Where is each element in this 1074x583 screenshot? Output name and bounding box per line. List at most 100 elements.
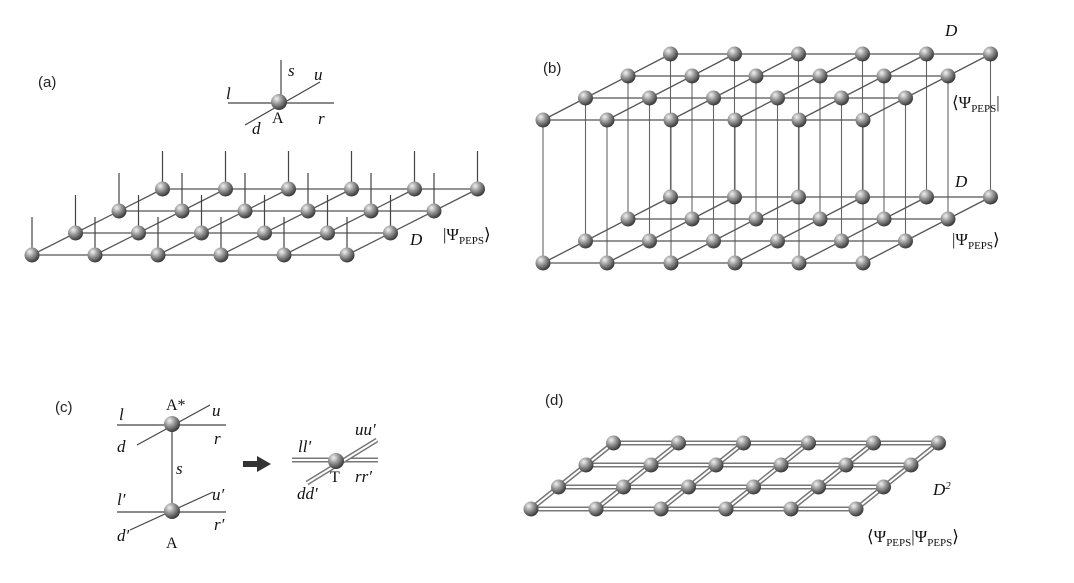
panel-d-bond-dim-label: D2	[932, 480, 951, 499]
lattice-node-bra	[791, 46, 806, 62]
panel-b-ket-label: |ΨPEPS⟩	[952, 230, 1000, 252]
lattice-node-ket	[727, 189, 742, 205]
lattice-node-double	[671, 435, 686, 451]
panel-a-state-label: |ΨPEPS⟩	[443, 225, 491, 247]
lattice-node-bra	[620, 68, 636, 84]
lattice-node-bra	[748, 68, 764, 84]
lattice-node-double	[708, 457, 724, 473]
lattice-node-double	[811, 479, 826, 495]
lattice-node	[344, 181, 359, 197]
c-top-leg-u-label: u	[212, 401, 221, 420]
lattice-node-bra	[663, 112, 679, 128]
t-leg-r-label: rr′	[355, 467, 372, 486]
tensor-a-node-c	[164, 503, 180, 519]
panel-b-bottom-bond-dim-label: D	[954, 172, 968, 191]
lattice-node-ket	[663, 255, 679, 271]
panel-b-top-bond-dim-label: D	[944, 21, 958, 40]
lattice-node-ket	[706, 233, 721, 249]
lattice-node-double	[866, 435, 881, 451]
panel-a-single-tensor: l s u d r A	[226, 60, 334, 138]
lattice-node-bra	[898, 90, 913, 106]
lattice-node-ket	[535, 255, 551, 271]
lattice-node	[111, 203, 127, 219]
lattice-node-double	[783, 501, 799, 517]
panel-a-peps-lattice	[24, 151, 485, 263]
leg-r-label: r	[318, 109, 325, 128]
lattice-node	[276, 247, 292, 263]
lattice-node-ket	[983, 189, 998, 205]
lattice-node-bra	[940, 68, 956, 84]
tensor-a-label-c: A	[166, 535, 178, 552]
lattice-node-ket	[727, 255, 743, 271]
lattice-node-bra	[812, 68, 828, 84]
lattice-node-double	[578, 457, 594, 473]
lattice-node	[68, 225, 83, 241]
leg-s-label: s	[288, 61, 295, 80]
panel-b-label: (b)	[543, 60, 561, 77]
panel-d-norm-network	[523, 435, 946, 517]
lattice-node	[281, 181, 296, 197]
lattice-node-bra	[876, 68, 892, 84]
lattice-node-ket	[770, 233, 785, 249]
lattice-node-double	[746, 479, 761, 495]
lattice-node	[194, 225, 209, 241]
c-top-leg-r-label: r	[214, 429, 221, 448]
c-bottom-leg-r-label: r′	[214, 515, 225, 534]
lattice-node	[339, 247, 355, 263]
lattice-node	[131, 225, 146, 241]
lattice-node-bra	[535, 112, 551, 128]
lattice-node	[320, 225, 335, 241]
lattice-node	[470, 181, 485, 197]
lattice-node-bra	[727, 46, 742, 62]
lattice-node	[300, 203, 316, 219]
lattice-node	[383, 225, 398, 241]
tensor-t-label: T	[330, 469, 340, 486]
lattice-node-bra	[770, 90, 785, 106]
c-bottom-leg-d-label: d′	[117, 526, 130, 545]
lattice-node-ket	[791, 255, 807, 271]
lattice-node-double	[718, 501, 734, 517]
lattice-node-double	[616, 479, 631, 495]
lattice-node	[426, 203, 442, 219]
tensor-t-node	[328, 453, 344, 469]
lattice-node	[24, 247, 40, 263]
lattice-node-double	[653, 501, 669, 517]
lattice-node-bra	[599, 112, 615, 128]
lattice-node-ket	[642, 233, 657, 249]
lattice-node	[237, 203, 253, 219]
lattice-node	[155, 181, 170, 197]
lattice-node-bra	[855, 46, 870, 62]
lattice-node-double	[643, 457, 659, 473]
panel-a-label: (a)	[38, 74, 56, 91]
lattice-node-bra	[663, 46, 678, 62]
lattice-node	[150, 247, 166, 263]
tensor-a-node	[271, 94, 287, 110]
lattice-node-double	[876, 479, 891, 495]
lattice-node-ket	[791, 189, 806, 205]
lattice-node	[87, 247, 103, 263]
panel-c-contraction: A* l u d r s l′ u′ d′ r′ A ll′ uu′ dd′ r…	[117, 397, 379, 552]
panel-a-bond-dim-label: D	[409, 230, 423, 249]
lattice-node-bra	[706, 90, 721, 106]
lattice-node-bra	[919, 46, 934, 62]
c-top-leg-d-label: d	[117, 437, 126, 456]
lattice-node-ket	[748, 211, 764, 227]
lattice-node-ket	[855, 255, 871, 271]
t-leg-l-label: ll′	[298, 437, 311, 456]
c-bottom-leg-l-label: l′	[117, 490, 126, 509]
panel-b-double-layer	[535, 46, 998, 271]
lattice-node-ket	[578, 233, 593, 249]
lattice-node-bra	[727, 112, 743, 128]
c-phys-leg-label: s	[176, 459, 183, 478]
lattice-node-ket	[855, 189, 870, 205]
lattice-node-double	[773, 457, 789, 473]
lattice-node-double	[931, 435, 946, 451]
t-leg-u-label: uu′	[355, 420, 376, 439]
panel-c-label: (c)	[55, 399, 73, 416]
lattice-node-ket	[663, 189, 678, 205]
tensor-a-label: A	[272, 110, 284, 127]
c-bottom-leg-u-label: u′	[212, 485, 225, 504]
tensor-a-star-node	[164, 416, 180, 432]
lattice-node-ket	[620, 211, 636, 227]
